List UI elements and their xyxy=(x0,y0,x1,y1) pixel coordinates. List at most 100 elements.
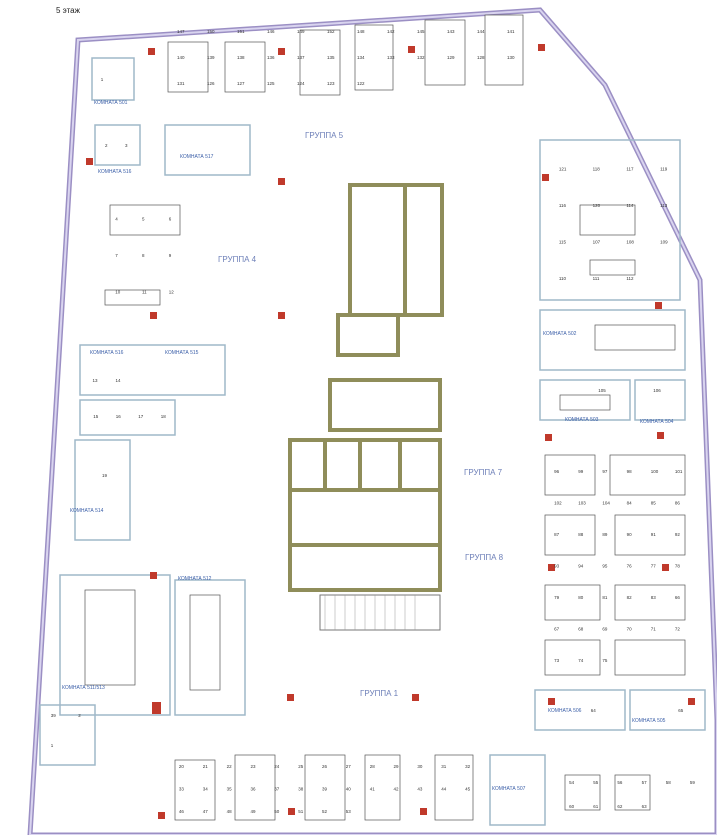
desk-number: 16 xyxy=(116,414,122,419)
desk-number: 10 xyxy=(115,290,121,295)
desk-number: 73 xyxy=(554,658,560,663)
desk-number: 42 xyxy=(394,787,400,792)
desk-number: 89 xyxy=(602,532,608,537)
desk-number: 143 xyxy=(447,29,455,34)
desk-number: 77 xyxy=(651,564,657,569)
desk-number: 75 xyxy=(602,658,608,663)
desk-number: 145 xyxy=(417,29,425,34)
desk-number: 38 xyxy=(298,787,304,792)
room-label-506: КОМНАТА 506 xyxy=(548,708,582,714)
desk-number: 127 xyxy=(237,81,245,86)
desk-number: 99 xyxy=(578,469,584,474)
room-label-517: КОМНАТА 517 xyxy=(180,154,214,160)
desk-number: 146 xyxy=(267,29,275,34)
desk-number: 106 xyxy=(653,388,661,393)
desk-number: 27 xyxy=(346,764,352,769)
desk-number: 48 xyxy=(227,809,233,814)
desk-number: 22 xyxy=(227,764,233,769)
desk-number: 139 xyxy=(207,55,215,60)
desk-number: 90 xyxy=(627,532,633,537)
desk-number: 25 xyxy=(298,764,304,769)
desk-number: 58 xyxy=(666,780,672,785)
desk-number: 123 xyxy=(327,81,335,86)
desk-number: 100 xyxy=(651,469,659,474)
desk-number: 116 xyxy=(559,203,567,208)
desk-number: 69 xyxy=(602,627,608,632)
desk-number: 45 xyxy=(465,787,471,792)
desk-number: 7 xyxy=(115,253,118,258)
desk-number: 41 xyxy=(370,787,376,792)
desk-number: 2 xyxy=(105,143,108,148)
desk-number: 82 xyxy=(627,595,633,600)
desk-number: 119 xyxy=(660,166,668,171)
desk-number: 91 xyxy=(651,532,657,537)
room-label-511513: КОМНАТА 511/513 xyxy=(62,685,105,691)
desk-number: 109 xyxy=(660,239,668,244)
desk-number: 128 xyxy=(477,55,485,60)
desk-number: 149 xyxy=(297,29,305,34)
desk-number: 81 xyxy=(602,595,608,600)
desk-number: 130 xyxy=(507,55,515,60)
desk-number: 59 xyxy=(690,780,696,785)
desk-number: 3 xyxy=(125,143,128,148)
desk-number: 24 xyxy=(274,764,280,769)
desk-number: 110 xyxy=(559,276,567,281)
room-labels: КОМНАТА 501 КОМНАТА 517 КОМНАТА 516 КОМН… xyxy=(62,100,674,792)
desk-number: 56 xyxy=(617,780,623,785)
room-label-514: КОМНАТА 514 xyxy=(70,508,104,514)
desk-number: 147 xyxy=(177,29,185,34)
room-label-507: КОМНАТА 507 xyxy=(492,786,526,792)
desk-number: 47 xyxy=(203,809,209,814)
desk-number: 44 xyxy=(441,787,447,792)
desk-number: 136 xyxy=(267,55,275,60)
desk-number: 83 xyxy=(651,595,657,600)
desk-number: 72 xyxy=(675,627,681,632)
room-label-505: КОМНАТА 505 xyxy=(632,718,666,724)
desk-number: 152 xyxy=(327,29,335,34)
desk-number: 74 xyxy=(578,658,584,663)
desk-number: 124 xyxy=(297,81,305,86)
desk-number: 20 xyxy=(179,764,185,769)
desk-number: 31 xyxy=(441,764,447,769)
building-core xyxy=(288,183,444,592)
desk-number: 108 xyxy=(626,239,634,244)
desk-number: 71 xyxy=(651,627,657,632)
group-label-8: ГРУППА 8 xyxy=(465,553,504,562)
desk-number: 113 xyxy=(660,203,668,208)
desk-number: 2 xyxy=(78,713,81,718)
desk-number: 28 xyxy=(370,764,376,769)
group-label-1: ГРУППА 1 xyxy=(360,689,399,698)
desk-number: 50 xyxy=(274,809,280,814)
desk-number: 66 xyxy=(675,595,681,600)
desk-number: 8 xyxy=(142,253,145,258)
desk-number: 129 xyxy=(447,55,455,60)
desk-number: 117 xyxy=(626,166,634,171)
desk-number: 26 xyxy=(322,764,328,769)
desk-number: 62 xyxy=(617,804,623,809)
desk-number: 13 xyxy=(93,378,99,383)
desk-number: 1 xyxy=(51,743,54,748)
desk-number: 52 xyxy=(322,809,328,814)
desk-number: 79 xyxy=(554,595,560,600)
desk-number: 132 xyxy=(417,55,425,60)
desk-number: 43 xyxy=(417,787,423,792)
desk-number: 92 xyxy=(675,532,681,537)
desk-number: 55 xyxy=(593,780,599,785)
desk-number: 138 xyxy=(237,55,245,60)
desk-number: 64 xyxy=(591,708,597,713)
desk-number: 122 xyxy=(357,81,365,86)
column-markers xyxy=(86,44,695,819)
group-label-4: ГРУППА 4 xyxy=(218,255,257,264)
desk-number: 65 xyxy=(678,708,684,713)
desk-number: 39 xyxy=(51,713,57,718)
desk-number: 137 xyxy=(297,55,305,60)
desk-number: 70 xyxy=(627,627,633,632)
desk-number: 37 xyxy=(274,787,280,792)
desk-number: 49 xyxy=(251,809,257,814)
desk-number: 101 xyxy=(675,469,683,474)
desk-number: 11 xyxy=(142,290,147,295)
room-label-515: КОМНАТА 515 xyxy=(165,350,199,356)
desk-number: 151 xyxy=(237,29,245,34)
desk-number: 135 xyxy=(327,55,335,60)
desk-number: 78 xyxy=(675,564,681,569)
